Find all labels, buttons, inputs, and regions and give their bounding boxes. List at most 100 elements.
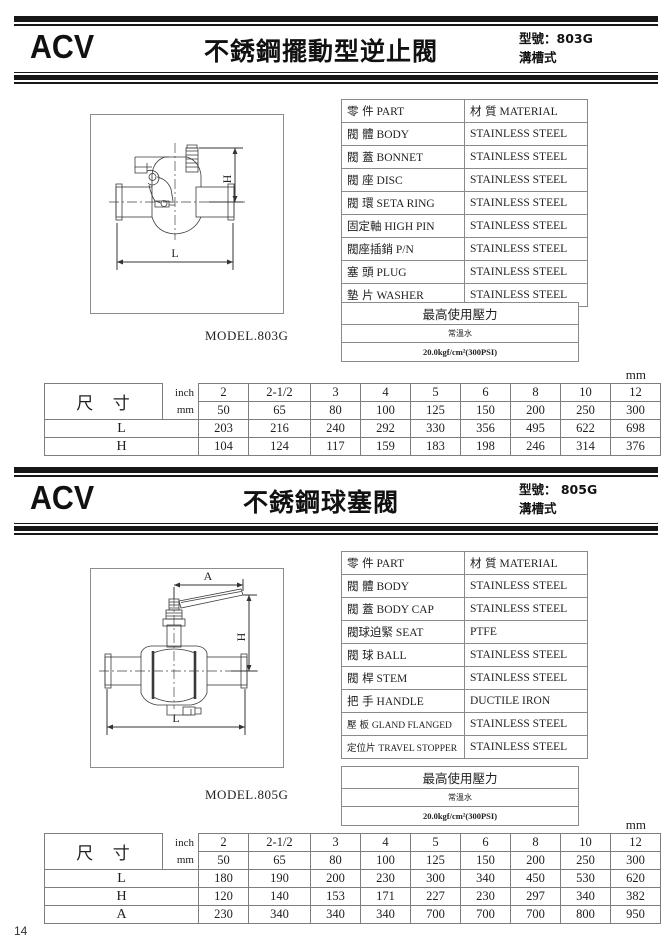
dimension-value: 950 (610, 905, 661, 924)
model-info: 型號： 805G 溝槽式 (519, 480, 654, 518)
dimension-label: 尺 寸 (44, 833, 163, 870)
dimension-value: 376 (610, 437, 661, 456)
dimension-row-label: L (44, 869, 199, 888)
part-material-cell: STAINLESS STEEL (464, 260, 588, 284)
ball-valve-drawing-svg: A H L (99, 569, 261, 735)
size-mm-cell: 200 (510, 851, 561, 870)
size-inch-cell: 10 (560, 833, 611, 852)
parts-table-body: 零 件 PART 材 質 MATERIAL 閥 體 BODY STAINLESS… (341, 99, 588, 307)
part-name-cell: 閥 蓋 BODY CAP (341, 597, 465, 621)
dimension-row-label: A (44, 905, 199, 924)
header-rule-thin-bottom2 (14, 82, 658, 84)
dimension-value: 180 (198, 869, 249, 888)
part-en: WASHER (376, 290, 424, 302)
part-en: SEAT (395, 627, 424, 639)
size-mm-cell: 50 (198, 401, 249, 420)
part-en: P/N (395, 244, 414, 256)
part-en: BODY (376, 129, 410, 141)
table-row: 閥 環 SETA RING STAINLESS STEEL (341, 191, 588, 215)
dimension-value: 698 (610, 419, 661, 438)
header-rule-thin-top (14, 24, 658, 26)
part-en: DISC (376, 175, 403, 187)
valve-drawing-svg: H L (109, 143, 247, 270)
dimension-unit-inch: inch (162, 833, 199, 852)
size-inch-cell: 6 (460, 833, 511, 852)
dim-h-label-803g: H (220, 174, 234, 183)
size-inch-cell: 3 (310, 383, 361, 402)
dimension-value: 171 (360, 887, 411, 906)
part-name-cell: 把 手 HANDLE (341, 689, 465, 713)
dimension-value: 340 (310, 905, 361, 924)
dimension-value: 700 (460, 905, 511, 924)
dimension-unit-inch: inch (162, 383, 199, 402)
header-band: ACV 不銹鋼擺動型逆止閥 型號：803G 溝槽式 (14, 26, 658, 72)
dimension-header-mm-row: mm 50 65 80 100 125 150 200 250 300 (45, 401, 661, 420)
table-row: A 230 340 340 340 700 700 700 800 950 (44, 905, 661, 924)
header-rule-bottom (14, 75, 658, 80)
size-inch-cell: 5 (410, 383, 461, 402)
dimension-value: 246 (510, 437, 561, 456)
size-mm-cell: 300 (610, 851, 661, 870)
part-material-cell: STAINLESS STEEL (464, 735, 588, 759)
pressure-condition: 常溫水 (341, 324, 579, 343)
size-inch-cell: 5 (410, 833, 461, 852)
part-cn: 閥 座 (347, 173, 374, 187)
size-inch-cell: 4 (360, 383, 411, 402)
part-cn: 閥 環 (347, 196, 374, 210)
part-en: SETA RING (376, 198, 435, 210)
dimension-row-label: H (44, 437, 199, 456)
size-mm-cell: 100 (360, 401, 411, 420)
table-row: H 104 124 117 159 183 198 246 314 376 (44, 437, 661, 456)
part-name-cell: 壓 板 GLAND FLANGED (341, 712, 465, 736)
dimension-value: 198 (460, 437, 511, 456)
table-row: 閥球迫緊 SEAT PTFE (341, 620, 588, 644)
drawing-caption-805g: MODEL.805G (205, 787, 289, 802)
size-mm-cell: 125 (410, 401, 461, 420)
dimension-value: 230 (360, 869, 411, 888)
dimension-value: 340 (560, 887, 611, 906)
table-row: 閥 體 BODY STAINLESS STEEL (341, 574, 588, 598)
dimension-value: 340 (248, 905, 311, 924)
part-en: HIGH PIN (384, 221, 435, 233)
size-inch-cell: 8 (510, 383, 561, 402)
header-rule-thin-bottom2 (14, 533, 658, 535)
parts-header-material-en: MATERIAL (499, 558, 558, 570)
parts-header-material-cn: 材 質 (470, 104, 497, 118)
dimension-value: 230 (198, 905, 249, 924)
dimension-value: 330 (410, 419, 461, 438)
model-number: 型號： 805G (519, 481, 598, 497)
dimension-table-wrap-805g: mm 尺 寸 inch 2 2-1/2 3 4 5 6 8 10 (44, 817, 661, 924)
dimension-value: 620 (610, 869, 661, 888)
header-rule-thin-bottom (14, 71, 658, 73)
parts-header-material: 材 質 MATERIAL (464, 99, 588, 123)
dimension-value: 183 (410, 437, 461, 456)
dimension-value: 495 (510, 419, 561, 438)
parts-table-805g: 零 件 PART 材 質 MATERIAL 閥 體 BODY STAINLESS… (341, 551, 588, 759)
dimension-value: 200 (310, 869, 361, 888)
model-info: 型號：803G 溝槽式 (519, 29, 654, 67)
drawing-803g: H L (90, 114, 284, 314)
table-row: 閥 體 BODY STAINLESS STEEL (341, 122, 588, 146)
dimension-value: 314 (560, 437, 611, 456)
size-mm-cell: 65 (248, 851, 311, 870)
pressure-condition-row: 常溫水 (341, 788, 579, 807)
dimension-value: 356 (460, 419, 511, 438)
model-number: 型號：803G (519, 30, 593, 46)
part-en: HANDLE (376, 696, 424, 708)
size-inch-cell: 12 (610, 833, 661, 852)
dimension-table-wrap-803g: mm 尺 寸 inch 2 2-1/2 3 4 5 6 8 10 (44, 367, 661, 456)
dimension-value: 159 (360, 437, 411, 456)
page-number: 14 (14, 924, 28, 938)
part-name-cell: 閥 體 BODY (341, 574, 465, 598)
size-inch-cell: 3 (310, 833, 361, 852)
part-material-cell: STAINLESS STEEL (464, 168, 588, 192)
pressure-condition-row: 常溫水 (341, 324, 579, 343)
size-mm-cell: 250 (560, 851, 611, 870)
part-cn: 塞 頭 (347, 265, 374, 279)
parts-header-part-en: PART (376, 558, 405, 570)
section-803g: ACV 不銹鋼擺動型逆止閥 型號：803G 溝槽式 (0, 16, 672, 84)
part-en: GLAND FLANGED (371, 721, 452, 731)
part-name-cell: 閥 球 BALL (341, 643, 465, 667)
dimension-unit-top: mm (625, 367, 646, 382)
dimension-value: 622 (560, 419, 611, 438)
